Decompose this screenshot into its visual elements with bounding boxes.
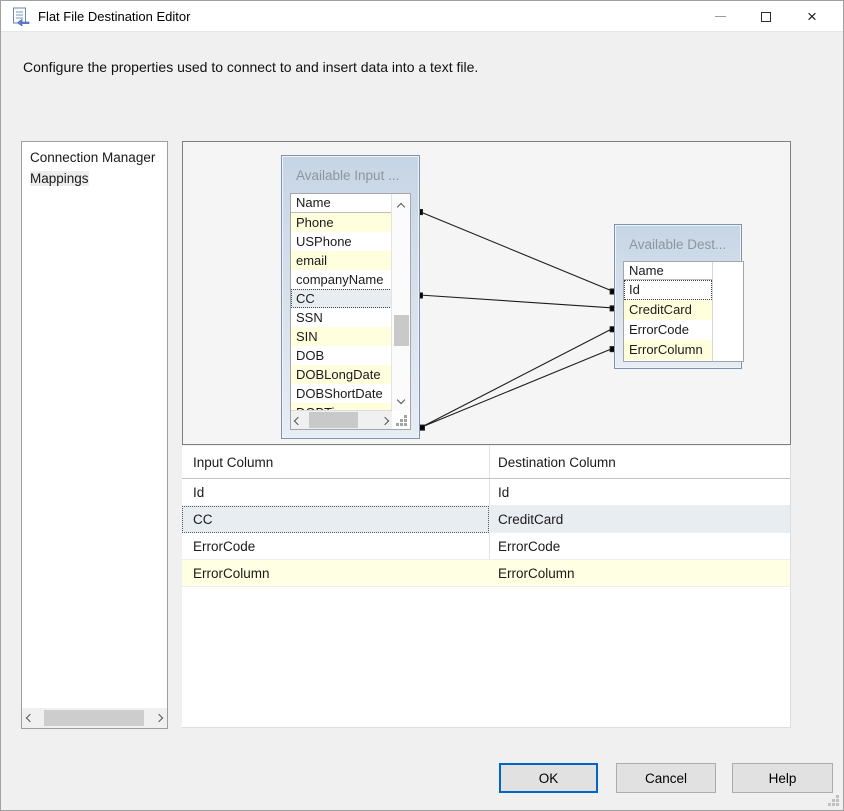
input-list-horizontal-scrollbar[interactable] — [291, 410, 392, 429]
input-row-companyname[interactable]: companyName — [291, 270, 392, 289]
help-button[interactable]: Help — [732, 763, 833, 793]
close-icon: × — [807, 7, 817, 26]
connector-line-cc-creditcard[interactable] — [419, 294, 614, 309]
scrollbar-thumb[interactable] — [394, 315, 409, 346]
minimize-button[interactable] — [697, 1, 743, 32]
grid-cell-destination[interactable]: ErrorCode — [498, 538, 561, 554]
connector-line-errorcode[interactable] — [421, 328, 613, 428]
dest-list-header: Name — [624, 262, 712, 280]
grid-row-id[interactable]: Id Id — [182, 479, 790, 506]
input-columns-list: Name Phone USPhone email companyName CC … — [290, 193, 411, 430]
dest-list-empty-column — [712, 262, 743, 361]
dialog-description: Configure the properties used to connect… — [23, 59, 479, 75]
scroll-right-icon[interactable] — [151, 708, 167, 728]
pages-sidebar: Connection Manager Mappings — [21, 141, 168, 729]
grid-header-destination-column[interactable]: Destination Column — [498, 454, 616, 470]
title-bar: Flat File Destination Editor × — [1, 1, 843, 32]
grid-row-errorcolumn[interactable]: ErrorColumn ErrorColumn — [182, 560, 790, 587]
window-title: Flat File Destination Editor — [38, 8, 191, 24]
window-resize-grip-icon[interactable] — [827, 794, 840, 807]
input-row-sin[interactable]: SIN — [291, 327, 392, 346]
connector-line-id[interactable] — [419, 211, 613, 292]
available-input-columns-box[interactable]: Available Input ... Name Phone USPhone e… — [281, 155, 420, 439]
dest-row-id[interactable]: Id — [624, 280, 712, 300]
grid-cell-input[interactable]: Id — [193, 484, 205, 500]
dest-row-creditcard[interactable]: CreditCard — [624, 300, 712, 320]
column-mapping-grid: Input Column Destination Column Id Id CC… — [182, 446, 791, 728]
grid-header-row: Input Column Destination Column — [182, 446, 790, 479]
dest-box-title: Available Dest... — [629, 237, 727, 252]
sidebar-horizontal-scrollbar[interactable] — [22, 708, 167, 728]
grid-cell-input[interactable]: CC — [182, 505, 489, 533]
scroll-down-icon[interactable] — [392, 390, 410, 408]
grid-cell-destination[interactable]: Id — [498, 484, 510, 500]
window-controls: × — [697, 1, 835, 32]
scroll-left-icon[interactable] — [22, 708, 38, 728]
dest-row-errorcolumn[interactable]: ErrorColumn — [624, 340, 712, 360]
scroll-up-icon[interactable] — [392, 197, 410, 215]
close-button[interactable]: × — [789, 1, 835, 32]
cancel-button[interactable]: Cancel — [616, 763, 716, 793]
input-list-header: Name — [291, 194, 392, 213]
dest-row-errorcode[interactable]: ErrorCode — [624, 320, 712, 340]
sidebar-item-connection-manager[interactable]: Connection Manager — [30, 150, 156, 165]
input-row-phone[interactable]: Phone — [291, 213, 392, 232]
grid-header-input-column[interactable]: Input Column — [193, 454, 274, 470]
grid-cell-destination[interactable]: ErrorColumn — [498, 565, 575, 581]
input-box-title: Available Input ... — [296, 168, 400, 183]
scrollbar-thumb[interactable] — [309, 412, 358, 428]
mapping-diagram-panel[interactable]: Available Input ... Name Phone USPhone e… — [182, 141, 791, 445]
grid-row-cc[interactable]: CC CreditCard — [182, 505, 790, 533]
maximize-icon — [761, 11, 771, 22]
scroll-left-icon[interactable] — [291, 411, 305, 429]
sidebar-item-mappings[interactable]: Mappings — [30, 171, 89, 186]
grid-cell-input[interactable]: ErrorCode — [193, 538, 256, 554]
ok-button[interactable]: OK — [499, 763, 598, 793]
input-list-vertical-scrollbar[interactable] — [391, 194, 410, 411]
maximize-button[interactable] — [743, 1, 789, 32]
list-resize-grip-icon[interactable] — [394, 413, 408, 427]
scrollbar-thumb[interactable] — [44, 710, 144, 726]
scroll-right-icon[interactable] — [378, 411, 392, 429]
dest-columns-list: Name Id CreditCard ErrorCode ErrorColumn — [623, 261, 744, 362]
app-document-icon — [13, 7, 30, 26]
input-row-dobshortdate[interactable]: DOBShortDate — [291, 384, 392, 403]
input-row-email[interactable]: email — [291, 251, 392, 270]
input-row-usphone[interactable]: USPhone — [291, 232, 392, 251]
available-destination-columns-box[interactable]: Available Dest... Name Id CreditCard Err… — [614, 224, 744, 369]
input-row-ssn[interactable]: SSN — [291, 308, 392, 327]
input-row-partial: DOBTime — [291, 403, 392, 410]
input-row-dob[interactable]: DOB — [291, 346, 392, 365]
grid-cell-input[interactable]: ErrorColumn — [193, 565, 270, 581]
input-row-cc[interactable]: CC — [291, 289, 392, 308]
input-row-doblongdate[interactable]: DOBLongDate — [291, 365, 392, 384]
connector-line-errorcolumn[interactable] — [421, 348, 613, 428]
grid-row-errorcode[interactable]: ErrorCode ErrorCode — [182, 533, 790, 560]
minimize-icon — [714, 16, 726, 17]
grid-cell-destination[interactable]: CreditCard — [498, 511, 564, 527]
